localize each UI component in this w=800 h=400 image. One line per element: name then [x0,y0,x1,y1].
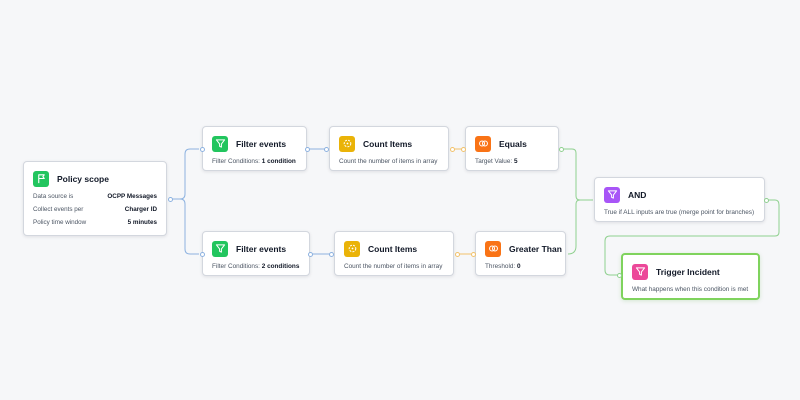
filter-bottom-output-port[interactable] [307,251,313,257]
and-output-port[interactable] [763,197,769,203]
scope-row-data-source: Data source is OCPP Messages [33,193,157,200]
count-top-output-port[interactable] [449,146,455,152]
count-icon [339,135,355,152]
threshold-text: Threshold: 0 [485,263,521,270]
compare-icon [485,240,501,257]
count-bottom-output-port[interactable] [454,251,460,257]
scope-row-time-window: Policy time window 5 minutes [33,219,157,226]
scope-output-port[interactable] [167,196,173,202]
count-items-description: Count the number of items in array [344,263,443,270]
compare-icon [475,135,491,152]
filter-events-node-bottom[interactable]: Filter events Filter Conditions: 2 condi… [202,231,310,276]
greater-than-input-port[interactable] [470,251,476,257]
count-items-title: Count Items [368,243,418,254]
flag-icon [33,170,49,187]
filter-top-output-port[interactable] [304,146,310,152]
funnel-icon [604,186,620,203]
filter-bottom-input-port[interactable] [199,251,205,257]
and-node[interactable]: AND True if ALL inputs are true (merge p… [594,177,765,222]
greater-than-node[interactable]: Greater Than Threshold: 0 [475,231,566,276]
target-value-text: Target Value: 5 [475,158,518,165]
count-items-description: Count the number of items in array [339,158,438,165]
scope-row-collect-events: Collect events per Charger ID [33,206,157,213]
filter-conditions-text: Filter Conditions: 1 condition [212,158,296,165]
count-items-title: Count Items [363,138,413,149]
count-icon [344,240,360,257]
filter-conditions-text: Filter Conditions: 2 conditions [212,263,300,270]
wire-equals-to-and [561,148,593,201]
trigger-input-port[interactable] [616,272,622,278]
funnel-icon [212,135,228,152]
policy-scope-node[interactable]: Policy scope Data source is OCPP Message… [23,161,167,236]
policy-scope-title: Policy scope [57,173,109,184]
count-items-node-top[interactable]: Count Items Count the number of items in… [329,126,449,171]
funnel-icon [212,240,228,257]
wire-greater-to-and [567,199,593,255]
trigger-incident-description: What happens when this condition is met [632,286,749,293]
greater-than-title: Greater Than [509,243,562,254]
filter-events-title: Filter events [236,243,287,254]
and-description: True if ALL inputs are true (merge point… [604,209,755,216]
equals-input-port[interactable] [460,146,466,152]
wire-scope-to-filter-bottom [170,198,199,255]
count-items-node-bottom[interactable]: Count Items Count the number of items in… [334,231,454,276]
count-top-input-port[interactable] [323,146,329,152]
wire-scope-to-filter-top [170,148,199,200]
filter-events-title: Filter events [236,138,287,149]
trigger-incident-node[interactable]: Trigger Incident What happens when this … [621,253,760,300]
and-title: AND [628,189,647,200]
equals-output-port[interactable] [558,146,564,152]
count-bottom-input-port[interactable] [328,251,334,257]
filter-events-node-top[interactable]: Filter events Filter Conditions: 1 condi… [202,126,307,171]
equals-node[interactable]: Equals Target Value: 5 [465,126,559,171]
trigger-incident-title: Trigger Incident [656,266,720,277]
funnel-icon [632,263,648,280]
filter-top-input-port[interactable] [199,146,205,152]
equals-title: Equals [499,138,527,149]
wire-and-to-trigger [604,199,780,276]
